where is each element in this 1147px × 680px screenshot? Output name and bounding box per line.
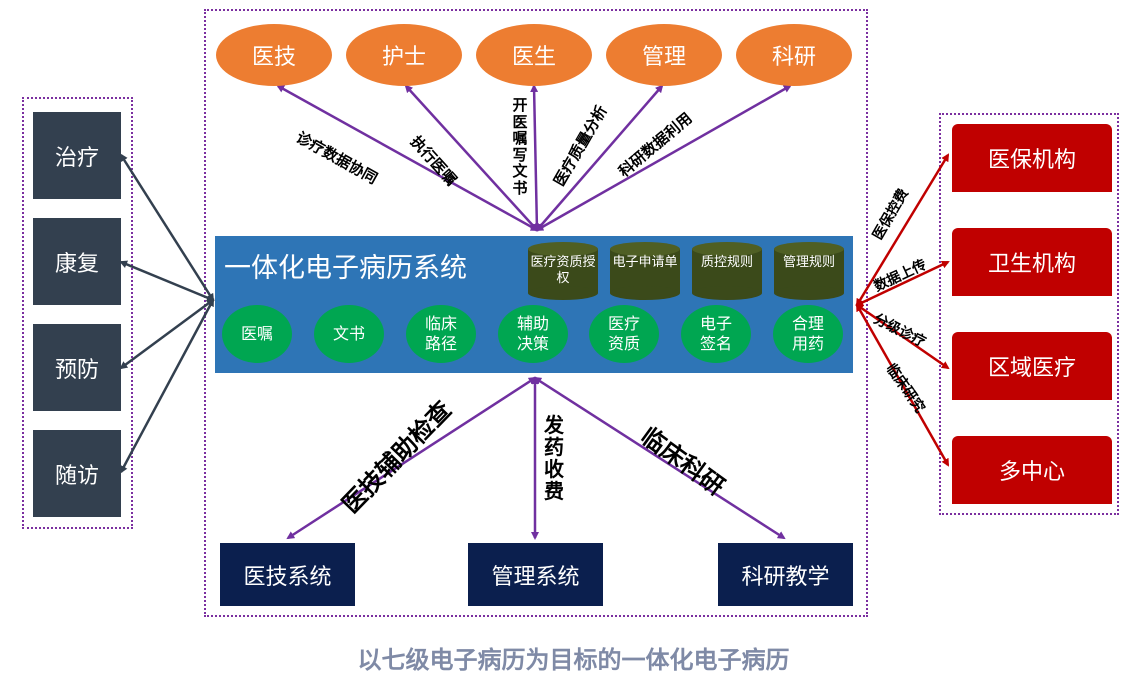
arrow-to-kangfu (119, 260, 215, 302)
module-label: 临床路径 (424, 314, 457, 353)
system-label: 科研教学 (741, 564, 830, 590)
right-item-weisheng: 卫生机构 (952, 228, 1112, 296)
module-label: 医嘱 (240, 324, 273, 343)
system-keyan-jiaoxue: 科研教学 (718, 543, 853, 606)
left-item-label: 治疗 (54, 145, 99, 171)
db-guanli-guize: 管理规则 (774, 242, 844, 300)
db-label: 管理规则 (782, 255, 835, 270)
role-label: 护士 (381, 45, 426, 70)
right-item-label: 区域医疗 (987, 356, 1076, 381)
system-guanli: 管理系统 (468, 543, 603, 606)
figure-caption: 以七级电子病历为目标的一体化电子病历 (357, 646, 790, 674)
arrow-to-zhiliao (119, 153, 215, 302)
core-system-title: 一体化电子病历系统 (224, 253, 467, 284)
role-label: 医生 (511, 45, 556, 70)
role-label: 医技 (251, 45, 296, 70)
left-item-kangfu: 康复 (33, 218, 121, 305)
right-item-yibao: 医保机构 (952, 124, 1112, 192)
role-keyan: 科研 (736, 24, 852, 86)
link-label-kaiyizhu: 开医嘱写文书 (512, 96, 528, 197)
role-guanli: 管理 (606, 24, 722, 86)
module-dianzi-qianming: 电子签名 (681, 305, 751, 363)
role-yiji: 医技 (216, 24, 332, 86)
role-label: 管理 (641, 45, 686, 70)
system-yiji: 医技系统 (220, 543, 355, 606)
left-item-yufang: 预防 (33, 324, 121, 411)
module-linchuang-lujing: 临床路径 (406, 305, 476, 363)
module-yiliao-zizhi: 医疗资质 (589, 305, 659, 363)
left-item-zhiliao: 治疗 (33, 112, 121, 199)
right-item-label: 医保机构 (987, 148, 1076, 173)
role-label: 科研 (771, 45, 816, 70)
arrow-to-suifang (119, 298, 215, 474)
arrow-to-duozhongxin (855, 303, 950, 467)
left-item-suifang: 随访 (33, 430, 121, 517)
db-label: 电子申请单 (612, 255, 678, 270)
arrow-to-keyan-jiaoxue (533, 376, 786, 540)
link-label-fayao-shoufei: 发药收费 (544, 413, 564, 503)
system-label: 管理系统 (491, 564, 580, 590)
right-item-quyu: 区域医疗 (952, 332, 1112, 400)
module-label: 合理用药 (791, 314, 824, 353)
db-zhikong-guize: 质控规则 (692, 242, 762, 300)
system-label: 医技系统 (243, 564, 332, 590)
module-yizhu: 医嘱 (222, 305, 292, 363)
left-item-label: 随访 (54, 463, 99, 489)
arrow-to-weisheng (855, 260, 950, 307)
right-item-label: 卫生机构 (987, 252, 1076, 277)
module-heli-yongyao: 合理用药 (773, 305, 843, 363)
left-item-label: 康复 (54, 251, 99, 277)
module-label: 文书 (332, 324, 365, 343)
left-item-label: 预防 (54, 357, 99, 383)
role-yisheng: 医生 (476, 24, 592, 86)
module-label: 电子签名 (699, 314, 732, 353)
right-item-label: 多中心 (998, 460, 1065, 485)
module-wenshu: 文书 (314, 305, 384, 363)
module-fuzhu-juece: 辅助决策 (498, 305, 568, 363)
arrow-to-yufang (119, 298, 215, 370)
db-dianzi-shenqing: 电子申请单 (610, 242, 680, 300)
db-label: 质控规则 (700, 255, 753, 270)
arrow-to-yisheng (530, 84, 541, 232)
role-hushi: 护士 (346, 24, 462, 86)
arrow-to-yiji-system (286, 376, 537, 540)
right-item-duozhongxin: 多中心 (952, 436, 1112, 504)
arrow-to-hushi (404, 84, 539, 232)
db-label: 医疗资质授权 (530, 255, 596, 286)
arrow-to-keyan (535, 84, 792, 232)
db-yiliao-zizhi: 医疗资质授权 (528, 242, 598, 300)
module-label: 辅助决策 (516, 314, 549, 353)
module-label: 医疗资质 (607, 314, 640, 353)
